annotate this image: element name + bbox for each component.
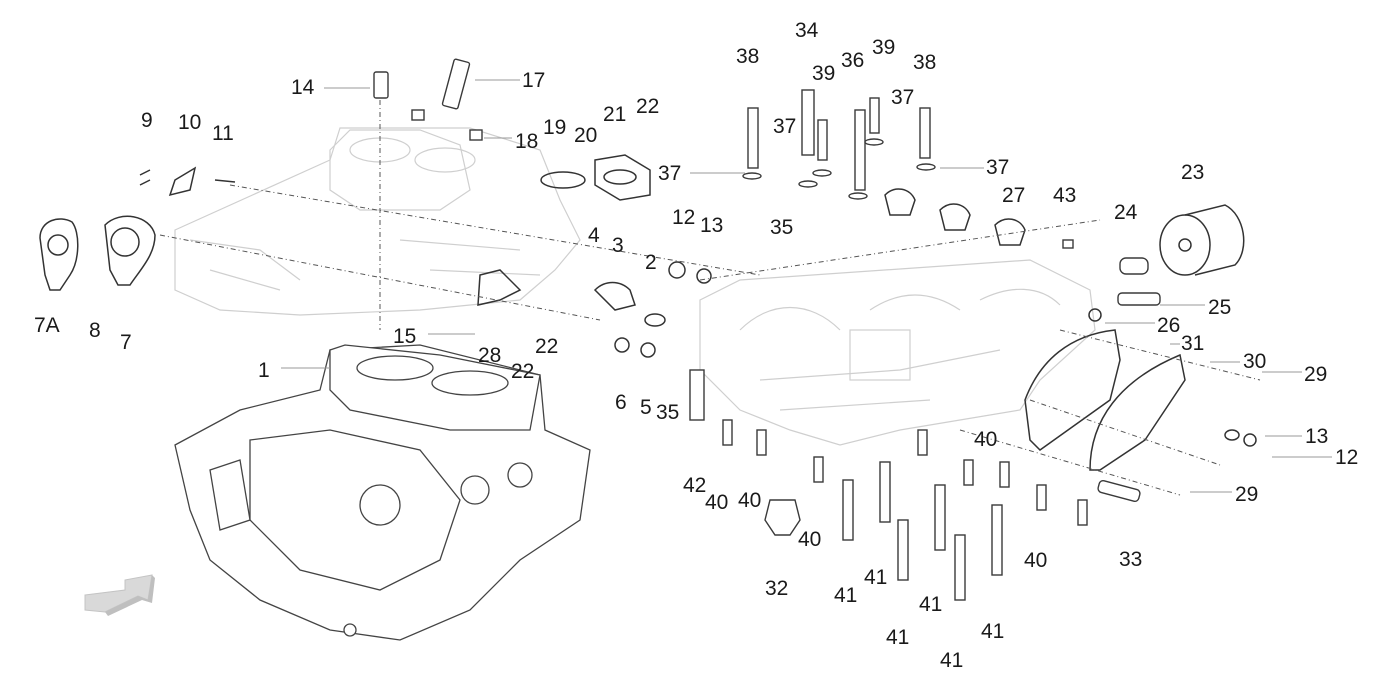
side-cover: [1024, 329, 1257, 503]
callout-label-19: 19: [543, 116, 567, 139]
callout-label-32: 32: [765, 577, 789, 600]
callout-label-6: 6: [615, 391, 627, 414]
callout-label-39a: 39: [812, 62, 836, 85]
upper-crankcase-ghost: [174, 127, 581, 316]
callout-label-17: 17: [522, 69, 546, 92]
callout-label-7A: 7A: [34, 314, 60, 337]
callout-label-15: 15: [393, 325, 417, 348]
callout-label-40d: 40: [974, 428, 998, 451]
callout-label-29b: 29: [1235, 483, 1259, 506]
breather-cover-parts: [477, 154, 712, 358]
left-parts: [39, 58, 483, 291]
callout-label-20: 20: [574, 124, 598, 147]
callout-label-1: 1: [258, 359, 270, 382]
callout-label-33: 33: [1119, 548, 1143, 571]
callout-label-12a: 12: [672, 206, 696, 229]
callout-label-23: 23: [1181, 161, 1205, 184]
callout-label-37a: 37: [658, 162, 682, 185]
callout-label-2: 2: [645, 251, 657, 274]
callout-label-40c: 40: [798, 528, 822, 551]
callout-label-4: 4: [588, 224, 600, 247]
callout-label-24: 24: [1114, 201, 1138, 224]
callout-label-37b: 37: [773, 115, 797, 138]
callout-label-14: 14: [291, 76, 315, 99]
callout-label-31: 31: [1181, 332, 1205, 355]
callout-label-40a: 40: [705, 491, 729, 514]
callout-label-26: 26: [1157, 314, 1181, 337]
callout-label-39b: 39: [872, 36, 896, 59]
oil-filter-parts: [1088, 204, 1245, 322]
callout-label-28: 28: [478, 344, 502, 367]
callout-label-22a: 22: [636, 95, 660, 118]
callout-label-13b: 13: [1305, 425, 1329, 448]
callout-label-25: 25: [1208, 296, 1232, 319]
callout-label-30: 30: [1243, 350, 1267, 373]
callout-label-41f: 41: [981, 620, 1005, 643]
callout-label-38b: 38: [913, 51, 937, 74]
callout-label-41c: 41: [886, 626, 910, 649]
callout-label-37d: 37: [986, 156, 1010, 179]
callout-label-34: 34: [795, 19, 819, 42]
callout-label-36: 36: [841, 49, 865, 72]
callout-label-10: 10: [178, 111, 202, 134]
callout-label-41b: 41: [864, 566, 888, 589]
callout-label-8: 8: [89, 319, 101, 342]
callout-label-18: 18: [515, 130, 539, 153]
callout-label-41d: 41: [919, 593, 943, 616]
callout-label-35b: 35: [656, 401, 680, 424]
callout-label-9: 9: [141, 109, 153, 132]
callout-label-27: 27: [1002, 184, 1026, 207]
callout-label-41a: 41: [834, 584, 858, 607]
top-bolts: [742, 89, 1074, 249]
callout-label-21: 21: [603, 103, 627, 126]
callout-label-22c: 22: [511, 360, 535, 383]
callout-label-7: 7: [120, 331, 132, 354]
callout-label-42: 42: [683, 474, 707, 497]
callout-label-40b: 40: [738, 489, 762, 512]
leader-lines: [159, 79, 1332, 496]
lower-crankcase-ghost: [699, 259, 1096, 446]
callout-label-38a: 38: [736, 45, 760, 68]
bottom-bolts: [689, 369, 1088, 601]
callout-label-3: 3: [612, 234, 624, 257]
callout-label-43: 43: [1053, 184, 1077, 207]
callout-label-40e: 40: [1024, 549, 1048, 572]
direction-arrow-icon: [84, 574, 155, 616]
callout-label-5: 5: [640, 396, 652, 419]
callout-label-12b: 12: [1335, 446, 1359, 469]
callout-label-37c: 37: [891, 86, 915, 109]
crankcase-assembly: [174, 344, 591, 641]
callout-label-29a: 29: [1304, 363, 1328, 386]
callout-label-35a: 35: [770, 216, 794, 239]
callout-label-11: 11: [212, 122, 234, 145]
callout-label-22b: 22: [535, 335, 559, 358]
callout-label-13a: 13: [700, 214, 724, 237]
callout-label-41e: 41: [940, 649, 964, 672]
